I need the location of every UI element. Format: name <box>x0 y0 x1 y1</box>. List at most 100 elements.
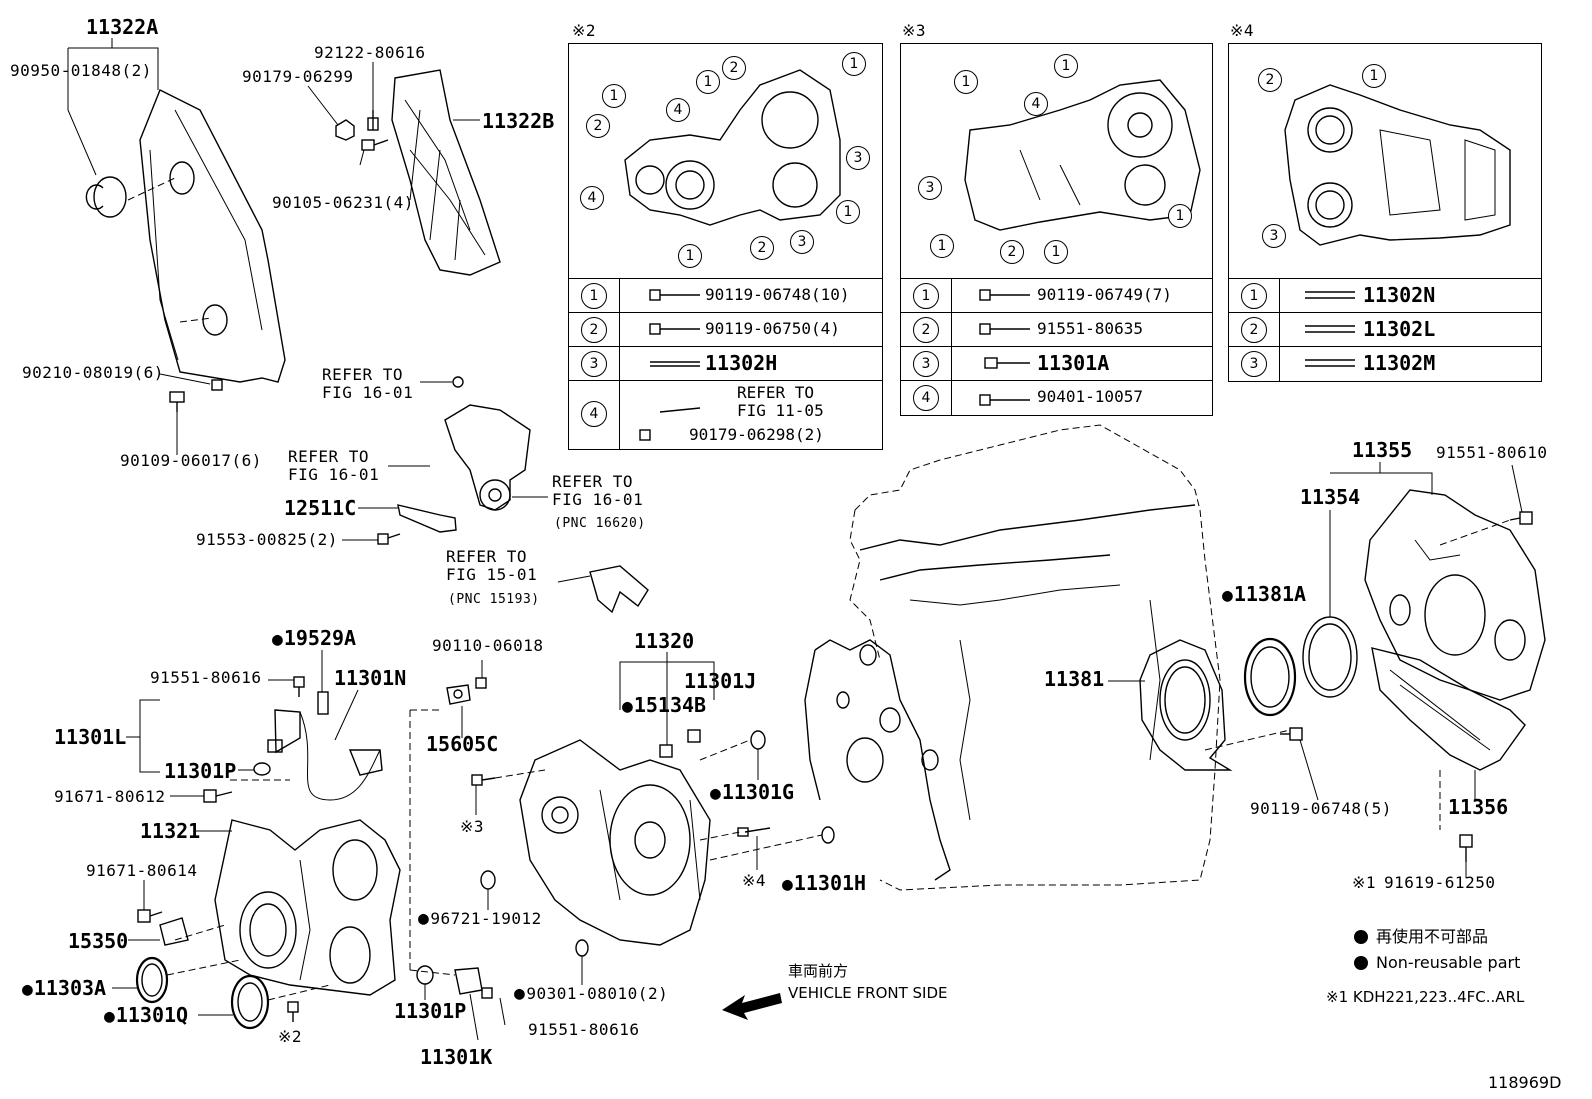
label-11381a: 11381A <box>1222 583 1306 607</box>
label-15350: 15350 <box>68 929 129 953</box>
label-11301l: 11301L <box>54 725 127 749</box>
label-11320: 11320 <box>634 629 695 653</box>
mark-x1: ※1 <box>1352 873 1377 892</box>
bolt-91671-80612 <box>203 789 233 803</box>
inset-sketch-x3 <box>964 79 1201 231</box>
bolt-91553 <box>377 533 401 545</box>
sensor-11301k <box>454 967 493 999</box>
label-11356: 11356 <box>1448 795 1509 819</box>
sensor-15605c <box>446 684 471 705</box>
label-11301k: 11301K <box>420 1045 493 1069</box>
label-12511c: 12511C <box>284 496 357 520</box>
plate-11355 <box>1364 489 1546 701</box>
table-x3-num-1: 1 <box>913 283 939 309</box>
callout-x2-4b: 4 <box>580 186 604 210</box>
label-11381: 11381 <box>1044 667 1105 691</box>
nut-90179-06299 <box>335 119 355 141</box>
callout-x2-2c: 2 <box>750 236 774 260</box>
plug-15134b <box>659 744 673 758</box>
table-x2-num-2: 2 <box>581 317 607 343</box>
oring-11301h <box>821 826 835 844</box>
callout-x2-1b: 1 <box>696 70 720 94</box>
front-label-en: VEHICLE FRONT SIDE <box>788 984 948 1002</box>
bolt-90119-06748 <box>1280 727 1303 741</box>
oil-seal-retainer-11381 <box>1139 639 1233 771</box>
label-91671-80614: 91671-80614 <box>86 861 198 880</box>
label-90105: 90105-06231(4) <box>272 193 414 212</box>
bracket-12511c <box>397 504 457 533</box>
gasket-15193 <box>589 565 649 614</box>
label-90950: 90950-01848(2) <box>10 61 152 80</box>
oil-seal-11301q <box>230 974 270 1030</box>
table-x4-text-1: 11302N <box>1363 283 1436 307</box>
table-x2-title: ※2 <box>572 21 597 40</box>
legend-non-reusable-jp: 再使用不可部品 <box>1376 927 1489 946</box>
callout-x2-3b: 3 <box>790 230 814 254</box>
callout-x2-1c: 1 <box>602 84 626 108</box>
oil-seal-11381a <box>1243 637 1297 717</box>
table-x2-num-4: 4 <box>581 401 607 427</box>
refer-note-4: REFER TO FIG 15-01 <box>446 547 538 584</box>
label-90109: 90109-06017(6) <box>120 451 262 470</box>
table-x4-num-1: 1 <box>1241 283 1267 309</box>
oring-96721 <box>480 870 496 890</box>
oil-seal-11303a <box>135 956 169 1004</box>
table-bolt-icons <box>639 289 1355 441</box>
timing-cover-11322a <box>139 89 286 383</box>
table-x3-text-1: 90119-06749(7) <box>1037 285 1172 304</box>
callout-x4-2a: 2 <box>1258 68 1282 92</box>
callout-x3-1b: 1 <box>954 70 978 94</box>
label-11354: 11354 <box>1300 485 1361 509</box>
table-x2: 1 90119-06748(10) 2 90119-06750(4) 3 113… <box>568 43 883 450</box>
label-11321: 11321 <box>140 819 201 843</box>
mark-x4-stud: ※4 <box>742 871 767 890</box>
legend-bullet-en <box>1354 956 1368 970</box>
label-90210: 90210-08019(6) <box>22 363 164 382</box>
bolt-x3 <box>471 774 496 786</box>
label-19529a: 19529A <box>272 627 356 651</box>
oring-11301g <box>750 730 766 750</box>
label-11322b: 11322B <box>482 109 555 133</box>
callout-x4-3a: 3 <box>1262 224 1286 248</box>
callout-x2-1e: 1 <box>678 244 702 268</box>
oring-11301p-b <box>416 965 434 985</box>
callout-x3-2a: 2 <box>1000 240 1024 264</box>
table-x2-text-1: 90119-06748(10) <box>705 285 850 304</box>
sensor-11301l <box>267 709 301 754</box>
callout-x3-1a: 1 <box>1054 54 1078 78</box>
table-x4-title: ※4 <box>1230 21 1255 40</box>
table-x3: 1 90119-06749(7) 2 91551-80635 3 11301A … <box>900 43 1213 416</box>
plate-11356 <box>1371 647 1526 771</box>
callout-x2-1d: 1 <box>836 200 860 224</box>
timing-case-11321 <box>214 819 401 996</box>
sensor-15350 <box>159 917 189 946</box>
bolt-x2 <box>287 1001 299 1022</box>
label-90301: 90301-08010(2) <box>514 985 668 1003</box>
bolt-91551-80610 <box>1509 511 1533 525</box>
table-x3-text-4: 90401-10057 <box>1037 387 1143 406</box>
oring-90301 <box>575 939 589 957</box>
refer-note-3-pnc: (PNC 16620) <box>554 516 646 531</box>
table-x3-title: ※3 <box>902 21 927 40</box>
callout-x3-1c: 1 <box>1168 204 1192 228</box>
engine-block <box>804 424 1221 891</box>
nut-90210 <box>211 379 223 391</box>
label-15605c: 15605C <box>426 732 499 756</box>
bolt-90105 <box>361 139 389 151</box>
tensioner-bracket <box>444 376 531 511</box>
refer-note-2: REFER TO FIG 16-01 <box>288 447 380 484</box>
legend-bullet-jp <box>1354 930 1368 944</box>
table-x2-text-3: 11302H <box>705 351 778 375</box>
refer-note-1: REFER TO FIG 16-01 <box>322 365 414 402</box>
callout-x2-3a: 3 <box>846 146 870 170</box>
figure-id: 118969D <box>1488 1073 1562 1092</box>
plug-11301j <box>687 729 701 743</box>
legend-applicability-note: ※1 KDH221,223..4FC..ARL <box>1326 988 1525 1006</box>
label-11301p-a: 11301P <box>164 759 237 783</box>
front-arrow-icon <box>722 993 782 1020</box>
table-x2-text-4b: 90179-06298(2) <box>689 425 824 444</box>
table-x3-num-2: 2 <box>913 317 939 343</box>
refer-note-3: REFER TO FIG 16-01 <box>552 472 644 509</box>
mark-x3-bolt: ※3 <box>460 817 485 836</box>
